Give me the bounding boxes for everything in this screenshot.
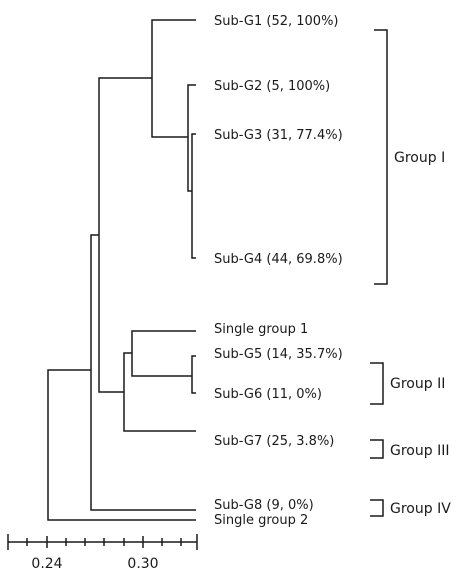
group-label-iv: Group IV bbox=[390, 501, 451, 517]
branch-group-i-ii-iii bbox=[98, 77, 152, 393]
leaf-label-sub-g7: Sub-G7 (25, 3.8%) bbox=[214, 434, 334, 449]
leaf-label-sub-g4: Sub-G4 (44, 69.8%) bbox=[214, 252, 343, 267]
dendrogram-branches bbox=[47, 19, 196, 521]
branch-g2-g3g4 bbox=[187, 84, 196, 192]
branch-single1-g5g6 bbox=[131, 330, 196, 377]
branch-g1-g2g4 bbox=[151, 19, 196, 138]
leaf-labels: Sub-G1 (52, 100%) Sub-G2 (5, 100%) Sub-G… bbox=[214, 14, 343, 528]
scale-axis: 0.24 0.30 bbox=[7, 534, 198, 572]
axis-tick-label-0-30: 0.30 bbox=[127, 556, 158, 572]
leaf-label-sub-g5: Sub-G5 (14, 35.7%) bbox=[214, 347, 343, 362]
leaf-label-sub-g6: Sub-G6 (11, 0%) bbox=[214, 387, 322, 402]
bracket-group-ii bbox=[370, 362, 384, 405]
group-label-iii: Group III bbox=[390, 443, 449, 459]
bracket-group-iv bbox=[370, 499, 384, 517]
branch-root bbox=[47, 369, 196, 521]
leaf-label-single-group-1: Single group 1 bbox=[214, 322, 308, 337]
bracket-group-i bbox=[374, 29, 388, 285]
branch-g8 bbox=[90, 234, 196, 511]
leaf-label-single-group-2: Single group 2 bbox=[214, 513, 308, 528]
leaf-label-sub-g3: Sub-G3 (31, 77.4%) bbox=[214, 128, 343, 143]
branch-g3-g4 bbox=[191, 133, 196, 259]
group-label-ii: Group II bbox=[390, 376, 445, 392]
leaf-label-sub-g1: Sub-G1 (52, 100%) bbox=[214, 14, 339, 29]
axis-tick-label-0-24: 0.24 bbox=[31, 556, 62, 572]
branch-g5-g6 bbox=[191, 355, 196, 394]
leaf-label-sub-g8: Sub-G8 (9, 0%) bbox=[214, 498, 314, 513]
group-brackets bbox=[370, 29, 388, 517]
branch-g7 bbox=[123, 352, 196, 432]
bracket-group-iii bbox=[370, 439, 384, 459]
group-labels: Group I Group II Group III Group IV bbox=[390, 150, 451, 517]
leaf-label-sub-g2: Sub-G2 (5, 100%) bbox=[214, 79, 330, 94]
group-label-i: Group I bbox=[394, 150, 445, 166]
